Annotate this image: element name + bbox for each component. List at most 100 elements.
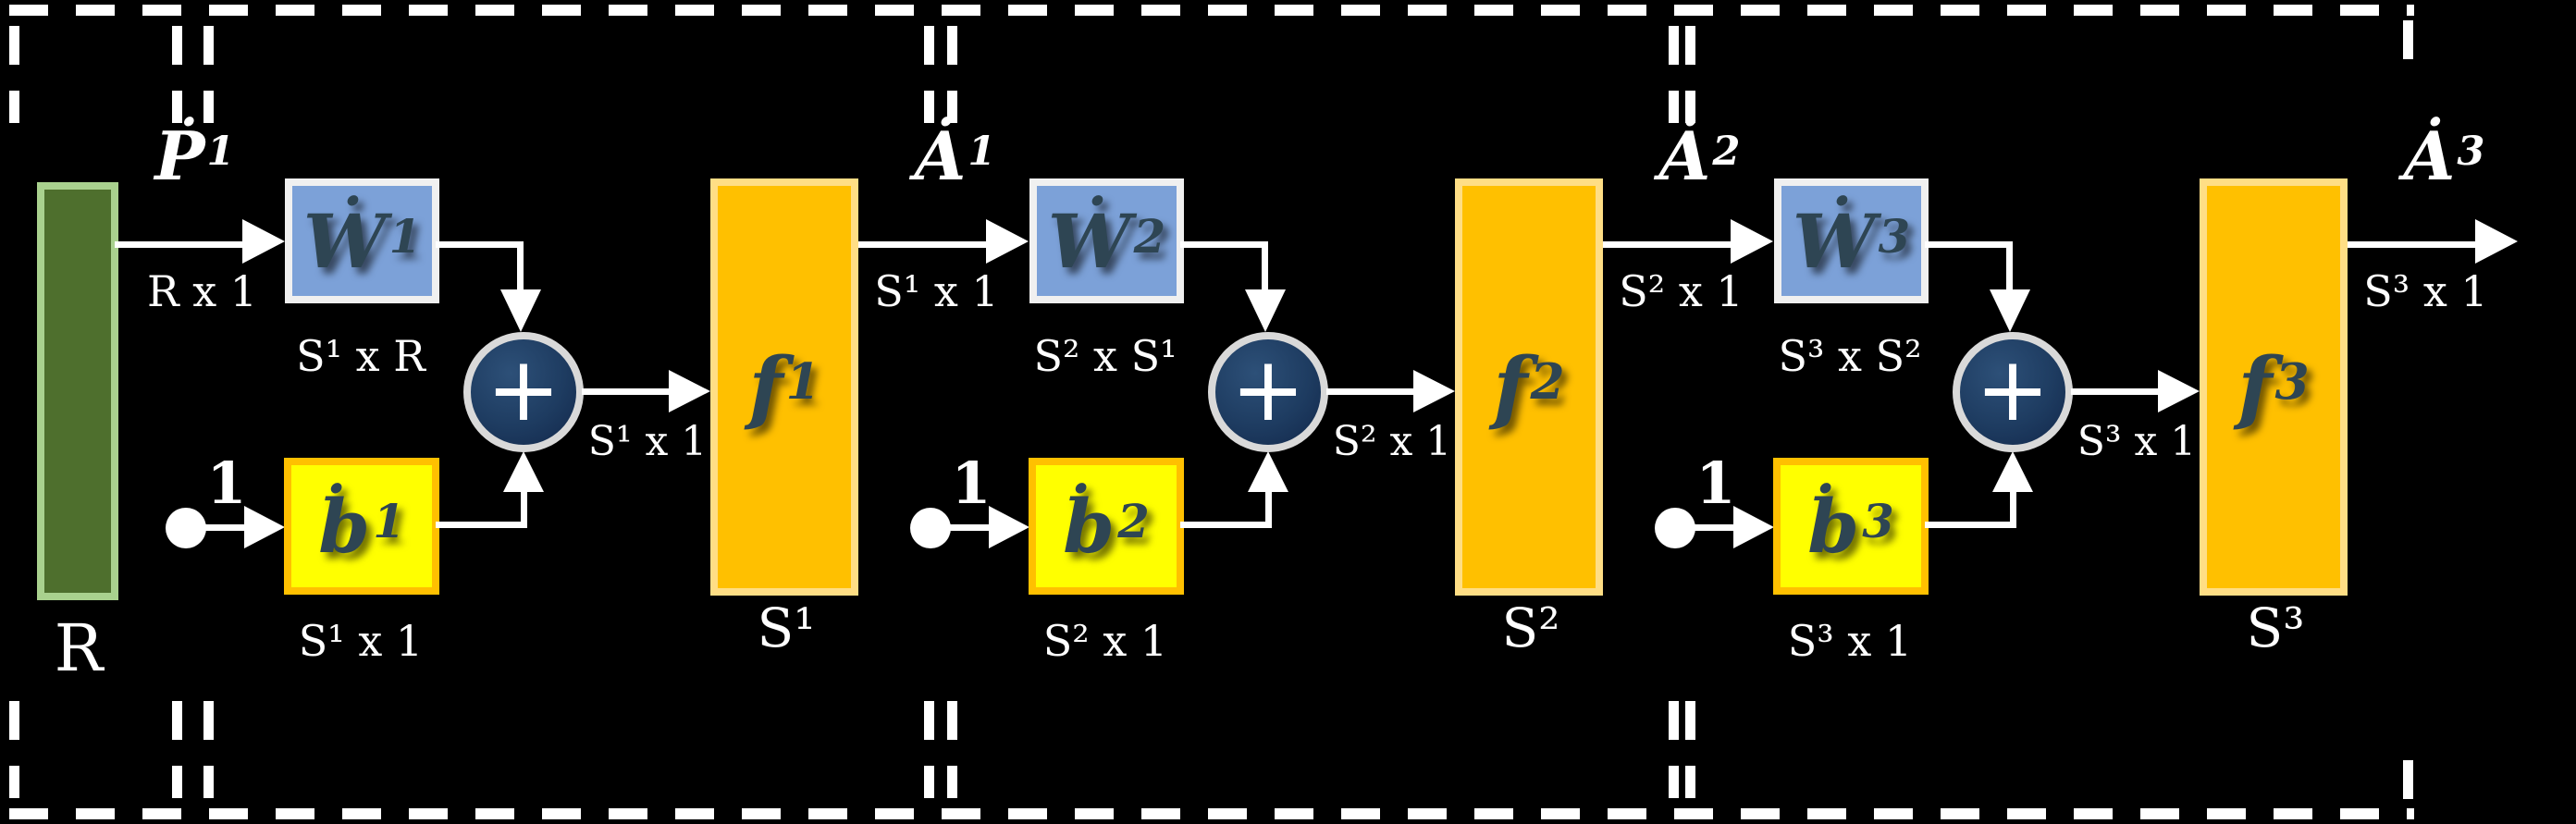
output-arrowhead-icon — [1731, 219, 1773, 264]
net-dim-label: S³ x 1 — [2077, 418, 2197, 465]
layer-group-2: Ẇ3 S³ x S² 1 ḃ3 S³ x 1 + — [1489, 0, 2576, 824]
bias-sum-connector-h — [1180, 522, 1272, 528]
weight-base: Ẇ — [1792, 197, 1876, 285]
input-arrow-line — [115, 241, 246, 248]
weight-sup: 1 — [388, 208, 422, 264]
input-vector-bar — [37, 182, 118, 600]
weight-box-layer-1: Ẇ2 — [1029, 178, 1184, 303]
output-line — [858, 241, 990, 248]
dashed-border-stub — [172, 26, 182, 123]
bias-arrowhead-icon — [244, 506, 285, 548]
up-arrowhead-icon — [1248, 451, 1288, 492]
output-dim-label: S¹ x 1 — [874, 266, 999, 316]
weight-dim-label: S³ x S² — [1778, 331, 1922, 381]
sum-output-line — [582, 388, 674, 395]
plus-sign: + — [1230, 338, 1306, 441]
bias-base: ḃ — [318, 483, 371, 570]
bias-box-layer-2: ḃ3 — [1773, 458, 1929, 595]
bias-sum-connector-h — [1925, 522, 2016, 528]
bias-arrowhead-icon — [989, 506, 1029, 548]
bias-input-one-label: 1 — [206, 449, 247, 517]
weight-sum-connector-h — [1180, 241, 1268, 248]
transfer-label: f2 — [1462, 348, 1596, 427]
bias-arrow-line — [949, 524, 993, 531]
transfer-sup: 2 — [1530, 351, 1565, 411]
net-dim-label: S¹ x 1 — [587, 418, 708, 465]
dashed-border-stub — [203, 701, 214, 798]
weight-sum-connector-v — [1262, 241, 1268, 295]
dashed-border-stub — [2403, 20, 2413, 65]
dashed-border-stub — [1669, 26, 1679, 123]
output-arrowhead-icon — [986, 219, 1029, 264]
output-sup: 1 — [968, 127, 996, 175]
weight-label: Ẇ1 — [303, 204, 421, 278]
dashed-border-stub — [1685, 26, 1695, 123]
input-signal-label: Ṗ1 — [118, 123, 271, 190]
dashed-border-stub — [947, 701, 957, 798]
dashed-border-stub — [1685, 701, 1695, 798]
input-signal-base: Ṗ — [154, 117, 205, 195]
up-arrowhead-icon — [1992, 451, 2033, 492]
output-base: Ȧ — [914, 117, 967, 195]
dashed-frame-top-line — [9, 5, 2414, 16]
weight-sum-connector-h — [1925, 241, 2013, 248]
bias-box-layer-0: ḃ1 — [284, 458, 439, 595]
dashed-border-stub — [1669, 701, 1679, 798]
dashed-border-stub — [172, 701, 182, 798]
down-arrowhead-icon — [1245, 289, 1286, 332]
bias-input-dot — [166, 508, 206, 548]
output-signal-label: Ȧ2 — [1623, 123, 1776, 190]
sum-output-line — [2071, 388, 2163, 395]
transfer-base: f — [2237, 340, 2273, 434]
bias-dim-label: S² x 1 — [1042, 616, 1168, 666]
bias-input-one-label: 1 — [951, 449, 992, 517]
weight-sup: 2 — [1133, 208, 1166, 264]
bias-sup: 3 — [1862, 494, 1894, 549]
transfer-sup: 3 — [2274, 351, 2310, 411]
weight-box-layer-2: Ẇ3 — [1774, 178, 1929, 303]
bias-sup: 1 — [373, 494, 405, 549]
bias-base: ḃ — [1063, 483, 1115, 570]
bias-sup: 2 — [1117, 494, 1150, 549]
bias-dim-label: S³ x 1 — [1787, 616, 1913, 666]
transfer-label: f3 — [2207, 348, 2340, 427]
transfer-size-label: S³ — [2246, 596, 2305, 659]
layer-group-0: Ẇ1 S¹ x R 1 ḃ1 S¹ x 1 + — [0, 0, 1110, 824]
sum-junction-layer-2: + — [1953, 332, 2073, 452]
transfer-box-layer-0: f1 — [710, 178, 858, 596]
down-arrowhead-icon — [500, 289, 541, 332]
sum-junction-layer-1: + — [1208, 332, 1328, 452]
transfer-base: f — [1493, 340, 1528, 434]
weight-dim-label: S² x S¹ — [1033, 331, 1177, 381]
bias-label: ḃ2 — [1063, 489, 1149, 563]
output-signal-label: Ȧ1 — [879, 123, 1031, 190]
weight-base: Ẇ — [302, 197, 387, 285]
bias-box-layer-1: ḃ2 — [1029, 458, 1184, 595]
bias-sum-connector-v — [1265, 490, 1272, 528]
bias-base: ḃ — [1807, 483, 1860, 570]
output-line — [2348, 241, 2479, 248]
dashed-border-stub — [947, 26, 957, 123]
dashed-frame-bottom-line — [9, 808, 2414, 819]
weight-box-layer-0: Ẇ1 — [285, 178, 439, 303]
bias-arrowhead-icon — [1733, 506, 1774, 548]
bias-sum-connector-v — [2010, 490, 2016, 528]
sum-output-line — [1326, 388, 1419, 395]
bias-label: ḃ3 — [1807, 489, 1893, 563]
weight-sum-connector-v — [517, 241, 524, 295]
plus-sign: + — [1975, 338, 2051, 441]
weight-sum-connector-h — [436, 241, 524, 248]
bias-arrow-line — [1694, 524, 1738, 531]
transfer-box-layer-2: f3 — [2200, 178, 2348, 596]
transfer-size-label: S² — [1501, 596, 1560, 659]
input-size-label: R — [54, 610, 104, 686]
bias-input-dot — [910, 508, 951, 548]
output-dim-label: S³ x 1 — [2363, 266, 2488, 316]
bias-label: ḃ1 — [318, 489, 404, 563]
dashed-border-stub — [2403, 760, 2413, 805]
input-signal-sup: 1 — [206, 127, 235, 175]
bias-dim-label: S¹ x 1 — [298, 616, 424, 666]
bias-input-one-label: 1 — [1695, 449, 1736, 517]
output-sup: 3 — [2457, 127, 2485, 175]
